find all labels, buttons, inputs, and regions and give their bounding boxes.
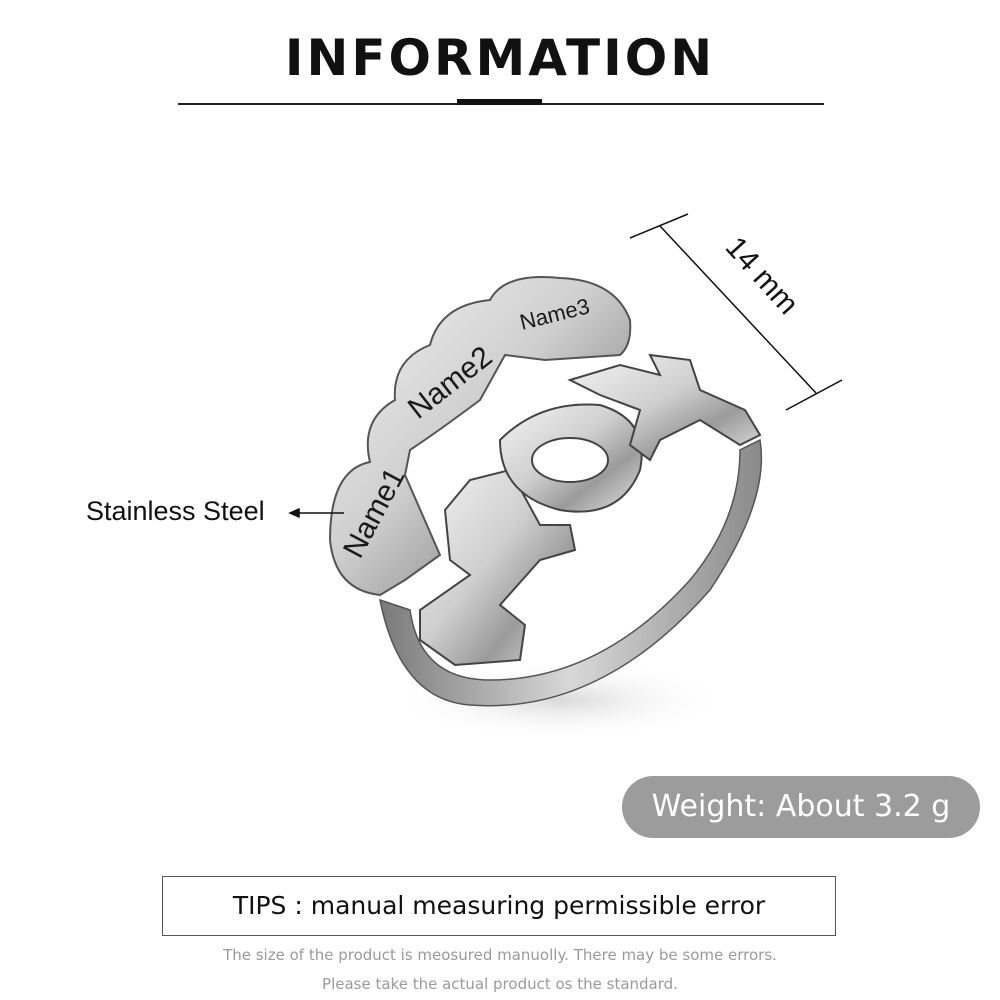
dimension-indicator (629, 213, 843, 411)
weight-badge: Weight: About 3.2 g (622, 776, 980, 838)
page-title: INFORMATION (284, 29, 716, 87)
dimension-label: 14 mm (719, 231, 805, 321)
material-arrow (288, 507, 344, 519)
title-divider-accent (457, 99, 542, 105)
measurement-note: The size of the product is meosured manu… (223, 946, 777, 964)
ring-band (379, 438, 763, 707)
tips-box: TIPS : manual measuring permissible erro… (162, 876, 836, 936)
measurement-note-2: Please take the actual product os the st… (322, 975, 678, 993)
mom-letters (419, 353, 762, 667)
name-plate (328, 275, 632, 597)
material-label: Stainless Steel (86, 496, 265, 526)
